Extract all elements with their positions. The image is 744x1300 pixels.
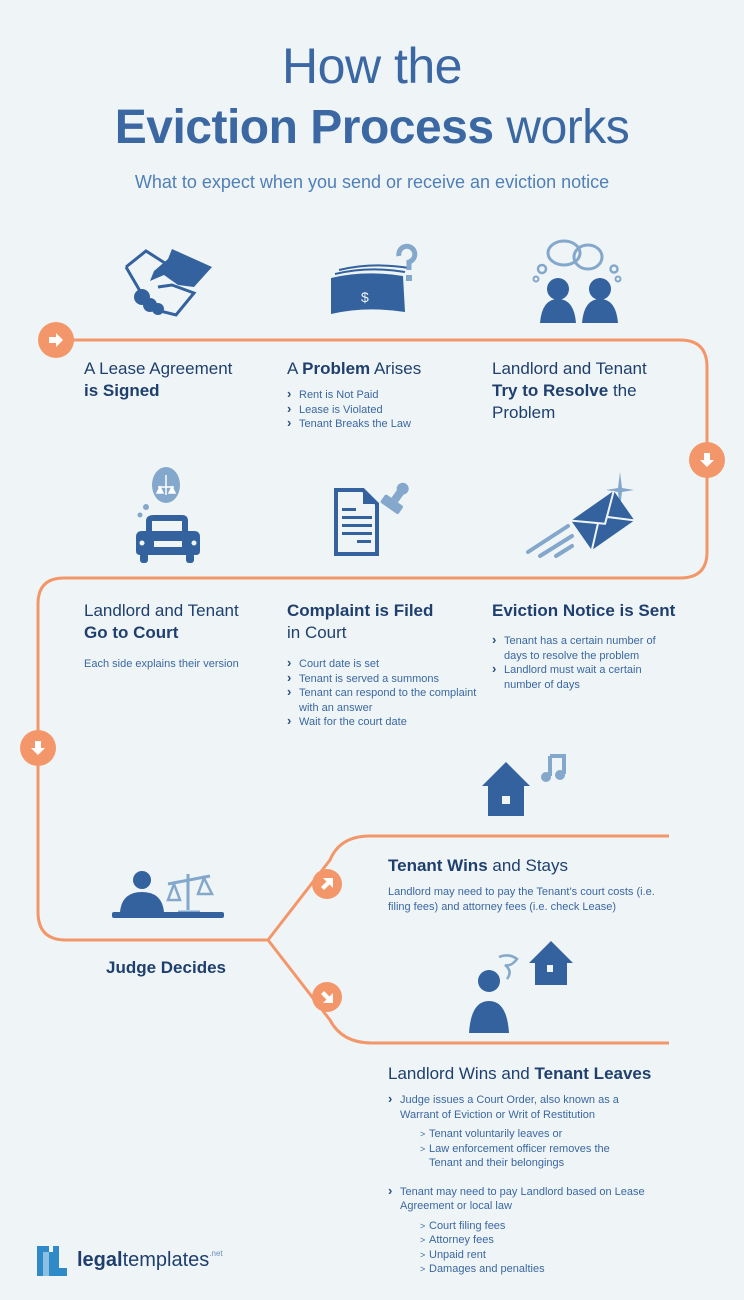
svg-text:$: $ <box>361 289 369 305</box>
arrow-down-icon <box>689 442 725 478</box>
outcome-description: Landlord may need to pay the Tenant’s co… <box>388 886 655 913</box>
arrow-down-right-icon <box>312 982 342 1012</box>
bullet-item: Tenant Breaks the Law <box>287 416 477 432</box>
bullet-item: Lease is Violated <box>287 402 477 418</box>
document-stamp-icon <box>334 482 409 556</box>
bullet-item: Rent is Not Paid <box>287 387 477 403</box>
bullet-item: Landlord must wait a certain number of d… <box>492 662 667 692</box>
page-subtitle: What to expect when you send or receive … <box>134 172 610 192</box>
bullet-item: Judge issues a Court Order, also known a… <box>388 1092 648 1122</box>
envelope-sent-icon <box>526 472 635 558</box>
money-question-icon: $ <box>331 243 418 314</box>
step-judge-decides: Judge Decides <box>106 958 226 977</box>
logo-text: legaltemplates.net <box>77 1248 223 1271</box>
title-bold: Eviction Process <box>114 101 494 154</box>
bullet-item: Tenant is served a summons <box>287 671 477 687</box>
car-scales-icon <box>136 467 200 563</box>
two-people-talking-icon <box>532 239 622 323</box>
step-description: Each side explains their version <box>84 658 239 670</box>
page-title-line2: Eviction Process works <box>0 100 744 156</box>
step-problem-arises: A Problem Arises Rent is Not Paid Lease … <box>287 358 477 432</box>
step-eviction-notice: Eviction Notice is Sent Tenant has a cer… <box>492 600 682 692</box>
sub-bullet-item: Law enforcement officer removes the Tena… <box>420 1142 630 1171</box>
sub-bullet-item: Court filing fees <box>420 1219 708 1234</box>
title-rest: works <box>506 101 630 154</box>
sub-bullet-item: Tenant voluntarily leaves or <box>420 1127 708 1142</box>
arrow-right-icon <box>38 322 74 358</box>
bullet-item: Tenant has a certain number of days to r… <box>492 633 667 663</box>
sub-bullet-item: Attorney fees <box>420 1233 708 1248</box>
logo-mark-icon <box>37 1246 67 1276</box>
house-music-icon <box>482 754 566 816</box>
bullet-item: Court date is set <box>287 656 477 672</box>
page-title-line1: How the <box>282 38 462 94</box>
bullet-item: Tenant may need to pay Landlord based on… <box>388 1184 648 1214</box>
bullet-item: Tenant can respond to the complaint with… <box>287 685 477 715</box>
arrow-up-right-icon <box>312 869 342 899</box>
arrow-down-icon <box>20 730 56 766</box>
legaltemplates-logo[interactable]: legaltemplates.net <box>37 1244 223 1276</box>
sub-bullet-item: Unpaid rent <box>420 1248 708 1263</box>
person-house-confused-icon <box>469 941 573 1033</box>
outcome-tenant-wins: Tenant Wins and Stays Landlord may need … <box>388 855 688 915</box>
sub-bullet-item: Damages and penalties <box>420 1262 708 1277</box>
judge-scales-icon <box>112 871 224 918</box>
bullet-item: Wait for the court date <box>287 714 477 730</box>
handshake-icon <box>124 249 212 317</box>
outcome-landlord-wins: Landlord Wins and Tenant Leaves Judge is… <box>388 1063 708 1277</box>
